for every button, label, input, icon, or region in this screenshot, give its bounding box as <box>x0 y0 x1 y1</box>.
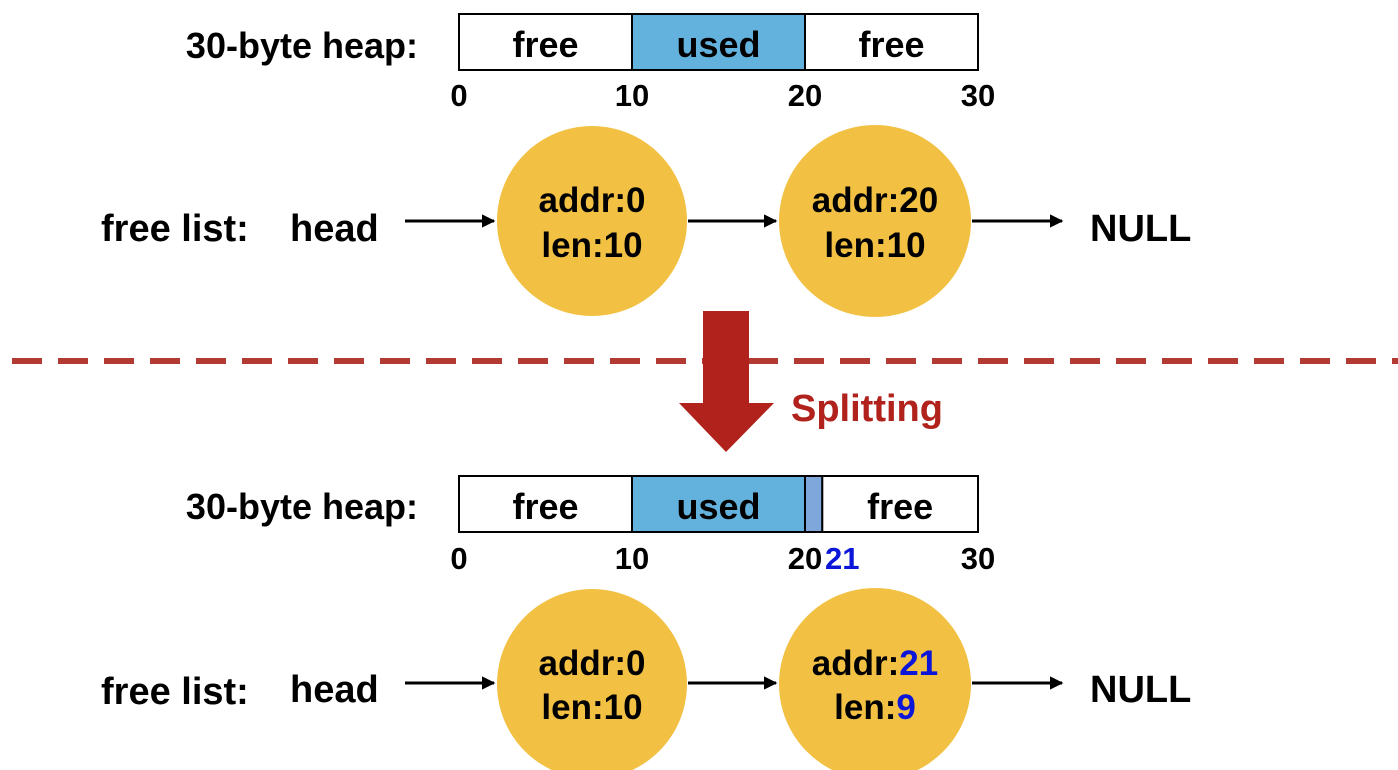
top-heap-segment-used <box>631 13 806 71</box>
bottom-tick-label: 0 <box>450 541 467 576</box>
top-null-label: NULL <box>1090 208 1191 250</box>
top-node-2: addr:20 len:10 <box>779 125 971 317</box>
transition: Splitting <box>12 311 1398 452</box>
bottom-heap-label: 30-byte heap: <box>186 486 418 527</box>
top-node-1: addr:0 len:10 <box>497 126 687 316</box>
bottom-node-1-addr: addr:0 <box>539 644 646 683</box>
bottom-node-1-circle <box>497 589 687 770</box>
bottom-tick-label: 30 <box>961 541 995 576</box>
top-node-1-circle <box>497 126 687 316</box>
top-head-label: head <box>290 208 379 250</box>
bottom-heap-segment-label: free <box>867 486 933 527</box>
top-section: 30-byte heap: free used free 0 10 20 30 free … <box>101 13 1191 317</box>
top-node-2-addr: addr:20 <box>812 181 938 220</box>
top-node-1-addr: addr:0 <box>539 181 646 220</box>
bottom-node-2-len: len:9 <box>834 688 916 727</box>
top-heap-segment-label: free <box>512 24 578 65</box>
top-node-2-len: len:10 <box>824 226 925 265</box>
top-heap-tick-labels: 0 10 20 30 <box>450 78 995 113</box>
top-heap-segment-label: free <box>858 24 924 65</box>
top-heap-label: 30-byte heap: <box>186 25 418 66</box>
bottom-node-2-addr-value: 21 <box>899 644 938 683</box>
top-heap-segment-label: used <box>676 24 760 65</box>
top-tick-label: 30 <box>961 78 995 113</box>
splitting-down-arrow <box>679 311 774 452</box>
bottom-node-2-circle <box>779 588 971 770</box>
top-heap-bar: free used free <box>458 13 979 71</box>
bottom-heap-bar: free used free <box>458 475 979 533</box>
bottom-node-2-addr: addr:21 <box>812 644 938 683</box>
bottom-tick-label: 20 <box>788 541 822 576</box>
splitting-label: Splitting <box>791 388 943 430</box>
top-heap-segment-free <box>804 13 979 71</box>
top-tick-label: 20 <box>788 78 822 113</box>
bottom-heap-segment-label: used <box>676 486 760 527</box>
bottom-head-label: head <box>290 669 379 711</box>
bottom-tick-label: 21 <box>825 541 859 576</box>
top-tick-label: 10 <box>615 78 649 113</box>
bottom-tick-label: 10 <box>615 541 649 576</box>
top-node-2-circle <box>779 125 971 317</box>
top-node-1-len: len:10 <box>541 226 642 265</box>
bottom-null-label: NULL <box>1090 669 1191 711</box>
bottom-node-2-len-value: 9 <box>896 688 915 727</box>
top-heap-segment-free <box>458 13 633 71</box>
bottom-free-list-label: free list: <box>101 671 249 713</box>
bottom-node-1: addr:0 len:10 <box>497 589 687 770</box>
bottom-heap-segment-split <box>804 475 824 533</box>
bottom-node-1-len: len:10 <box>541 688 642 727</box>
bottom-node-2: addr:21 len:9 <box>779 588 971 770</box>
bottom-heap-segment-free <box>458 475 633 533</box>
bottom-heap-segment-free <box>821 475 979 533</box>
top-free-list-label: free list: <box>101 208 249 250</box>
bottom-heap-segment-label: free <box>512 486 578 527</box>
top-tick-label: 0 <box>450 78 467 113</box>
